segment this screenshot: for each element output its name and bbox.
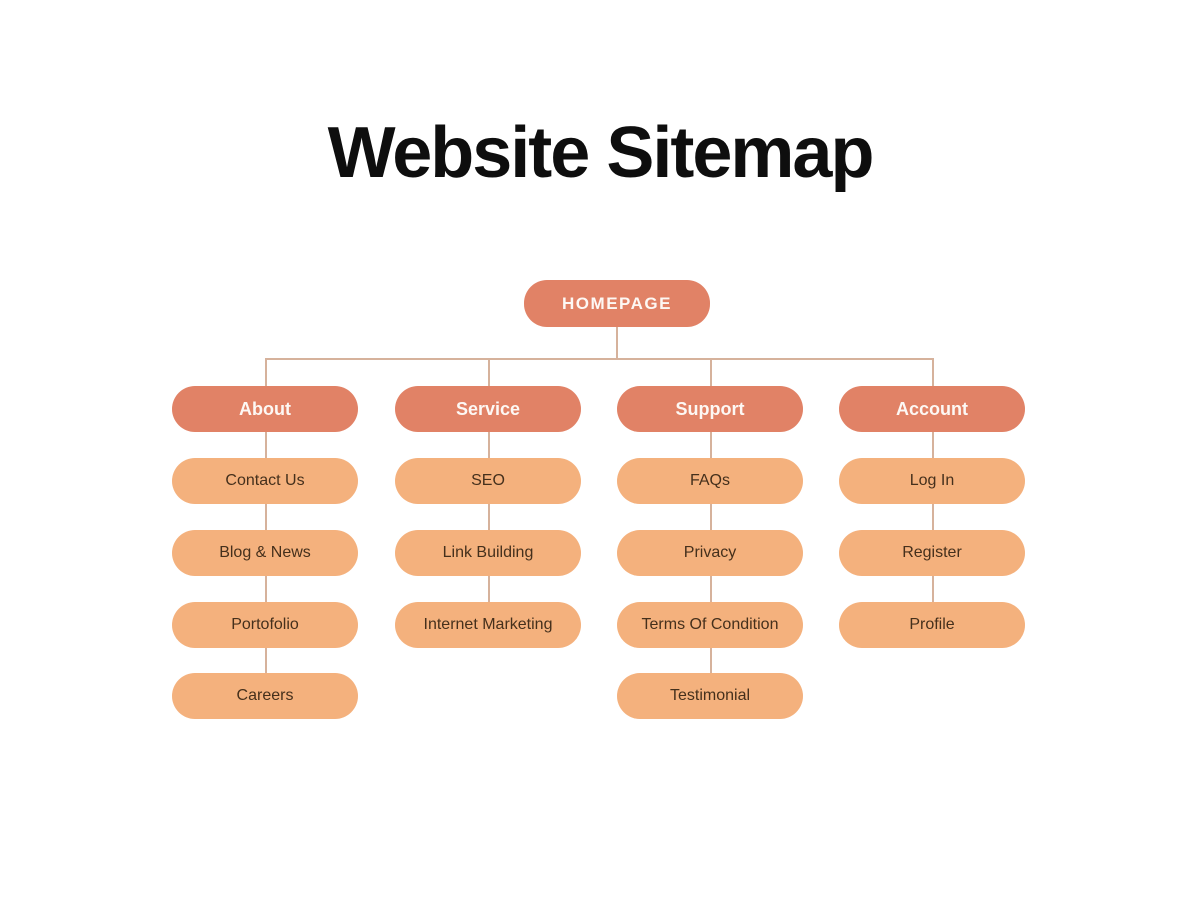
- leaf-terms-of-condition: Terms Of Condition: [617, 602, 803, 648]
- branch-about: About: [172, 386, 358, 432]
- leaf-register: Register: [839, 530, 1025, 576]
- branch-support: Support: [617, 386, 803, 432]
- leaf-careers: Careers: [172, 673, 358, 719]
- connector-drop-support: [710, 358, 712, 387]
- leaf-internet-marketing: Internet Marketing: [395, 602, 581, 648]
- connector-main-horizontal: [265, 358, 933, 360]
- leaf-portofolio: Portofolio: [172, 602, 358, 648]
- connector-column-account: [932, 432, 934, 625]
- connector-drop-service: [488, 358, 490, 387]
- leaf-contact-us: Contact Us: [172, 458, 358, 504]
- leaf-seo: SEO: [395, 458, 581, 504]
- branch-service: Service: [395, 386, 581, 432]
- leaf-privacy: Privacy: [617, 530, 803, 576]
- leaf-faqs: FAQs: [617, 458, 803, 504]
- leaf-log-in: Log In: [839, 458, 1025, 504]
- node-homepage: HOMEPAGE: [524, 280, 710, 327]
- connector-drop-account: [932, 358, 934, 387]
- leaf-profile: Profile: [839, 602, 1025, 648]
- leaf-link-building: Link Building: [395, 530, 581, 576]
- connector-root-vertical: [616, 326, 618, 359]
- page-title: Website Sitemap: [327, 113, 875, 193]
- connector-column-service: [488, 432, 490, 625]
- connector-drop-about: [265, 358, 267, 387]
- leaf-blog-news: Blog & News: [172, 530, 358, 576]
- branch-account: Account: [839, 386, 1025, 432]
- leaf-testimonial: Testimonial: [617, 673, 803, 719]
